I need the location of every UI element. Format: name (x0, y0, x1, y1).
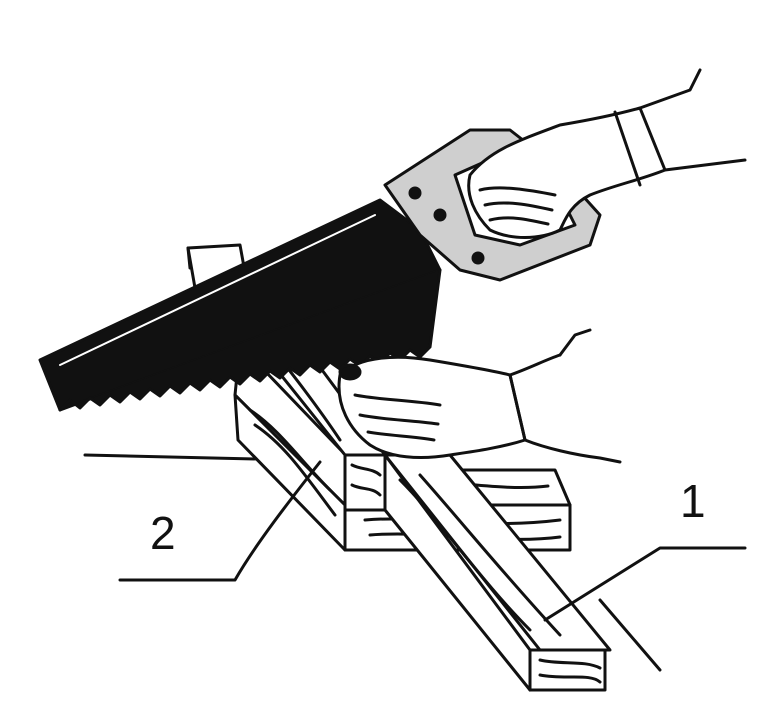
leader-line-2 (118, 460, 322, 582)
callout-label-1: 1 (680, 475, 706, 527)
hand-icon (467, 68, 747, 239)
leader-line-1 (543, 546, 747, 622)
callout-label-2: 2 (150, 507, 176, 559)
hand-icon (337, 328, 622, 464)
